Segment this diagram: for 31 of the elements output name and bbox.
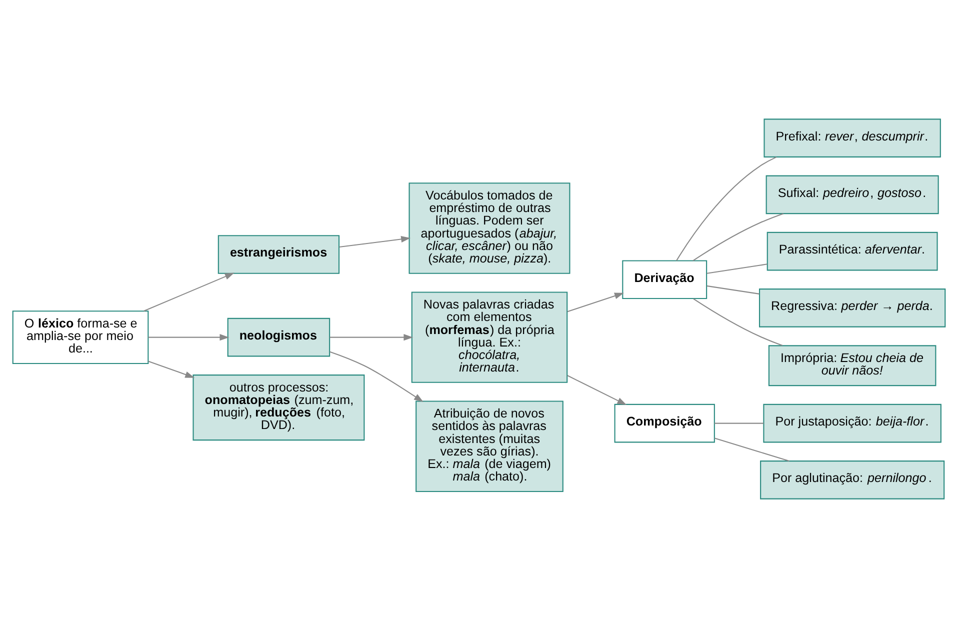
node-box: estrangeirismos (218, 234, 340, 274)
connector (692, 212, 784, 261)
node-box: Parassintética: aferventar. (766, 231, 938, 270)
node-box: outros processos: onomatopeias (zum-zum, mugir), reduções (foto, DVD). (192, 374, 365, 440)
arrow (144, 272, 234, 311)
node-box: Por aglutinação: pernilongo. (760, 460, 945, 499)
connector (714, 422, 764, 424)
arrow (339, 235, 411, 248)
node-box: Prefixal: rever, descumprir. (764, 118, 941, 157)
node-box: Sufixal: pedreiro, gostoso. (766, 174, 939, 214)
node-box: Derivação (622, 260, 708, 299)
node-box: O léxico forma-se e amplia-se por meio de... (12, 310, 149, 364)
connector (676, 156, 777, 260)
connector (714, 437, 790, 461)
node-box: Novas palavras criadas com elementos (morfemas) da própria língua. Ex.: chocólatra, internauta. (411, 291, 568, 382)
connector (706, 284, 760, 294)
arrow (567, 292, 624, 312)
node-box: Atribuição de novos sentidos às palavras existentes (muitas vezes são gírias). Ex.: mala (de viagem) mala (chato). (416, 400, 564, 492)
arrow (148, 360, 195, 378)
arrow (567, 374, 627, 404)
connector (706, 263, 768, 274)
arrow (330, 334, 414, 340)
node-box: Vocábulos tomados de empréstimo de outras línguas. Podem ser aportuguesados (abajur, clicar, escâner) ou não (skate, mouse, pizza). (408, 182, 570, 274)
node-box: Composição (614, 403, 715, 442)
node-box: neologismos (227, 317, 330, 356)
connector (693, 298, 783, 346)
node-box: Por justaposição: beija-flor. (763, 403, 942, 442)
node-box: Imprópria: Estou cheia de ouvir nãos! (768, 344, 936, 386)
arrow (148, 334, 230, 340)
node-box: Regressiva: perder → perda. (759, 288, 946, 327)
arrow (330, 350, 424, 402)
